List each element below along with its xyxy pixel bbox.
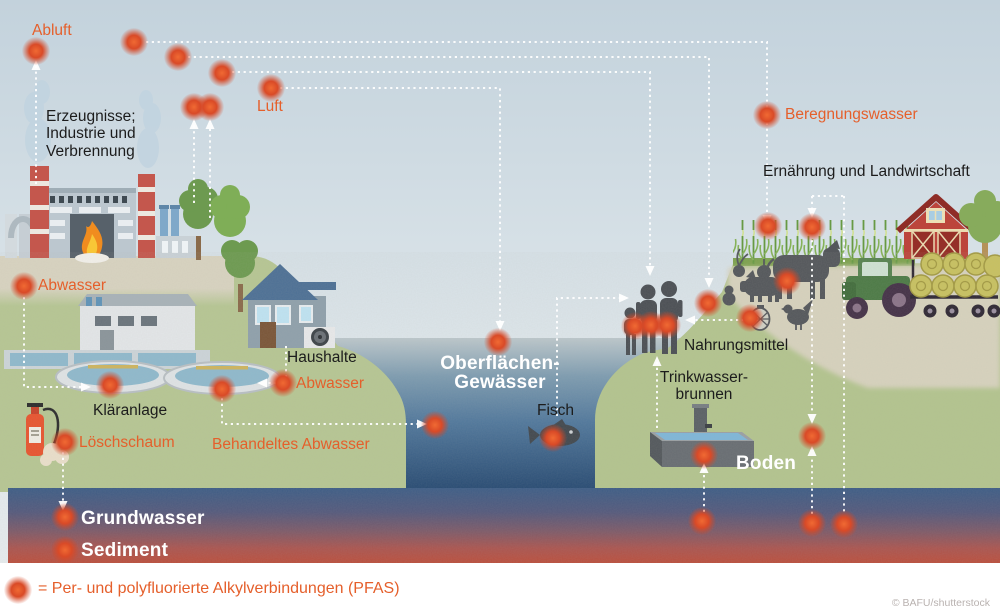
label-haushalte: Haushalte: [287, 349, 357, 366]
pfas-dot: [754, 212, 782, 240]
barn-icon: [895, 194, 977, 259]
label-ernaehrung-landwirtschaft: Ernährung und Landwirtschaft: [763, 163, 970, 180]
credit-text: © BAFU/shutterstock: [891, 597, 990, 609]
label-loeschschaum: Löschschaum: [79, 434, 175, 451]
tree-icon: [959, 190, 1000, 264]
pfas-dot: [51, 536, 79, 564]
label-beregnungswasser: Beregnungswasser: [785, 106, 918, 123]
pfas-dot: [621, 312, 649, 340]
pfas-dot: [736, 304, 764, 332]
label-luft: Luft: [257, 98, 283, 115]
label-erzeugnisse-industrie-verbrennung: Erzeugnisse; Industrie und Verbrennung: [46, 108, 136, 160]
pfas-dot: [830, 510, 858, 538]
pfas-dot: [753, 101, 781, 129]
pfas-dot: [180, 93, 208, 121]
pfas-dot: [196, 93, 224, 121]
pfas-dot: [208, 375, 236, 403]
pfas-dot: [269, 369, 297, 397]
label-klaeranlage: Kläranlage: [93, 402, 168, 419]
label-sediment: Sediment: [81, 540, 169, 561]
pfas-dot: [51, 503, 79, 531]
pfas-dot: [51, 428, 79, 456]
factory-icon: [5, 166, 198, 263]
smoke: [24, 80, 161, 168]
label-oberflaechengewaesser: Oberflächen- Gewässer: [440, 353, 560, 394]
pfas-dot-legend: [4, 576, 32, 604]
label-nahrungsmittel: Nahrungsmittel: [684, 337, 789, 354]
label-abwasser-industrie: Abwasser: [38, 277, 107, 294]
pfas-dot: [798, 509, 826, 537]
pfas-dot: [10, 272, 38, 300]
label-trinkwasserbrunnen: Trinkwasser- brunnen: [659, 369, 749, 404]
label-fisch: Fisch: [537, 402, 575, 419]
label-behandeltes-abwasser: Behandeltes Abwasser: [212, 436, 370, 453]
pfas-dot: [773, 267, 801, 295]
pfas-dot: [653, 311, 681, 339]
label-grundwasser: Grundwasser: [81, 508, 205, 529]
pfas-dot: [798, 213, 826, 241]
legend-text: = Per- und polyfluorierte Alkylverbindun…: [38, 580, 400, 597]
flow-lines: [23, 41, 845, 514]
pfas-dot: [22, 37, 50, 65]
pfas-dot: [690, 441, 718, 469]
label-boden: Boden: [736, 453, 797, 474]
pfas-dot: [798, 422, 826, 450]
pfas-dot: [688, 507, 716, 535]
label-abluft: Abluft: [32, 22, 72, 39]
pfas-dot: [208, 59, 236, 87]
pfas-dot: [164, 43, 192, 71]
pfas-dot: [637, 311, 665, 339]
pfas-dot: [421, 411, 449, 439]
pfas-dot: [539, 424, 567, 452]
label-abwasser-haushalte: Abwasser: [296, 375, 365, 392]
flow-arrowheads: [31, 60, 817, 511]
pfas-dot: [694, 289, 722, 317]
pfas-dot: [96, 371, 124, 399]
legend: = Per- und polyfluorierte Alkylverbindun…: [0, 563, 1000, 616]
pfas-dot: [120, 28, 148, 56]
pfas-dot: [484, 328, 512, 356]
